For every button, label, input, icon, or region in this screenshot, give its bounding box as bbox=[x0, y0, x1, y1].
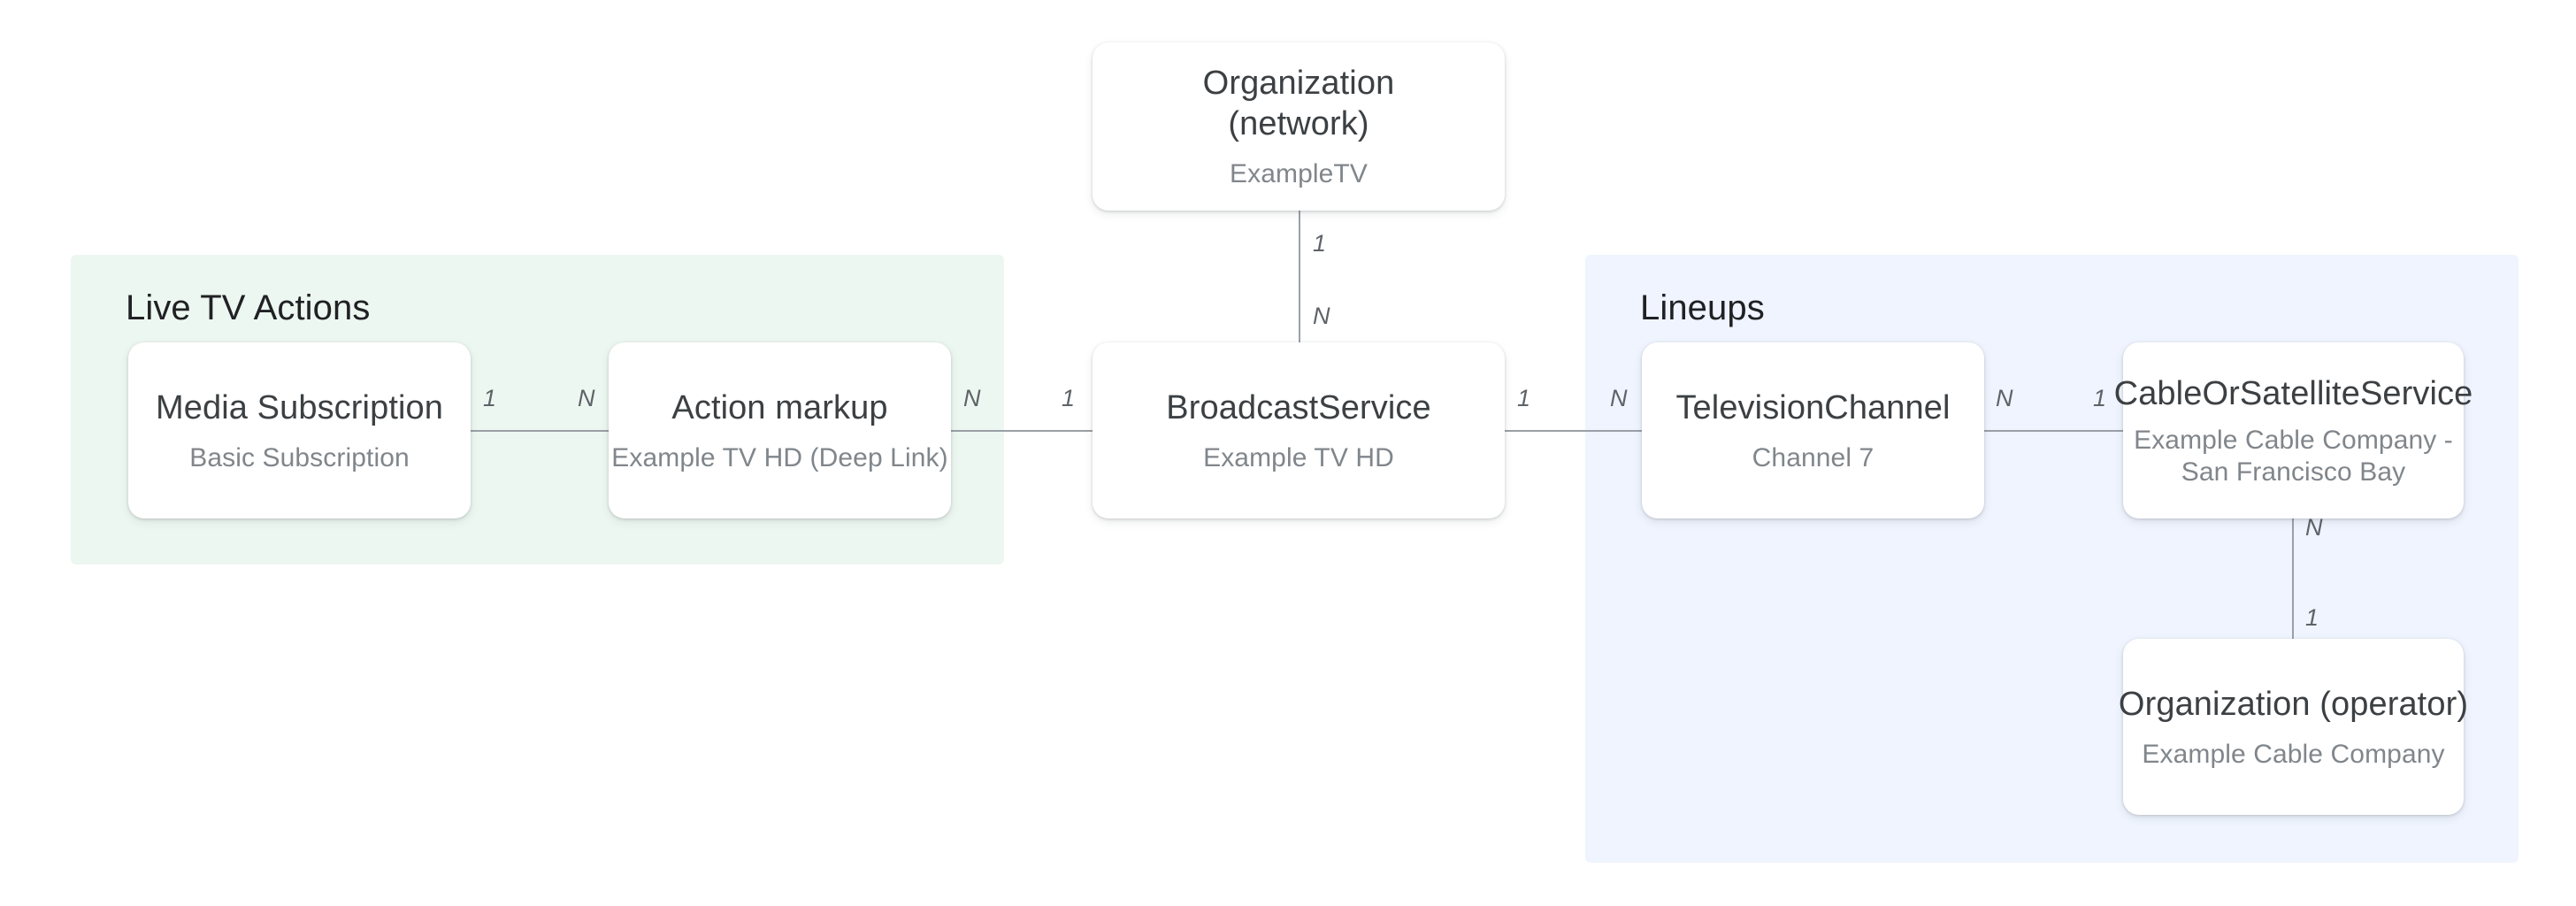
edge-organization-network-to-broadcast-service bbox=[1299, 211, 1300, 342]
edge-label-television-cable-from: N bbox=[1996, 385, 2013, 411]
node-television-channel[interactable]: TelevisionChannel Channel 7 bbox=[1642, 342, 1984, 518]
edge-label-org-network-broadcast-to: N bbox=[1313, 303, 1330, 329]
edge-label-television-cable-to: 1 bbox=[2093, 385, 2107, 411]
node-subtitle-media-subscription: Basic Subscription bbox=[189, 442, 410, 472]
node-action-markup[interactable]: Action markup Example TV HD (Deep Link) bbox=[609, 342, 951, 518]
edge-media-subscription-to-action-markup bbox=[471, 430, 609, 432]
edge-label-action-broadcast-from: N bbox=[963, 385, 981, 411]
node-subtitle-organization-operator: Example Cable Company bbox=[2142, 739, 2445, 769]
edge-label-action-broadcast-to: 1 bbox=[1062, 385, 1076, 411]
node-title-television-channel: TelevisionChannel bbox=[1675, 388, 1951, 426]
node-title-line2: (network) bbox=[1228, 105, 1369, 142]
edge-label-cable-operator-from: N bbox=[2305, 514, 2323, 541]
edge-label-broadcast-television-from: 1 bbox=[1517, 385, 1531, 411]
node-organization-operator[interactable]: Organization (operator) Example Cable Co… bbox=[2119, 639, 2468, 815]
node-subtitle-cable-or-satellite-service: Example Cable Company - San Francisco Ba… bbox=[2134, 425, 2453, 488]
edge-label-broadcast-television-to: N bbox=[1610, 385, 1628, 411]
node-broadcast-service[interactable]: BroadcastService Example TV HD bbox=[1092, 342, 1505, 518]
edge-broadcast-service-to-television-channel bbox=[1505, 430, 1642, 432]
node-title-organization-operator: Organization (operator) bbox=[2118, 685, 2469, 723]
node-title-media-subscription: Media Subscription bbox=[156, 388, 443, 426]
edge-label-cable-operator-to: 1 bbox=[2305, 604, 2319, 631]
node-subtitle-broadcast-service: Example TV HD bbox=[1203, 442, 1394, 472]
node-title-action-markup: Action markup bbox=[671, 388, 888, 426]
edge-television-channel-to-cable-or-satellite-service bbox=[1984, 430, 2123, 432]
node-subtitle-line1: Example Cable Company - bbox=[2134, 425, 2453, 455]
node-subtitle-organization-network: ExampleTV bbox=[1230, 159, 1368, 188]
edge-label-media-action-to: N bbox=[578, 385, 595, 411]
node-title-cable-or-satellite-service: CableOrSatelliteService bbox=[2113, 374, 2473, 412]
group-title-live-tv-actions: Live TV Actions bbox=[126, 288, 371, 327]
edge-action-markup-to-broadcast-service bbox=[951, 430, 1092, 432]
node-cable-or-satellite-service[interactable]: CableOrSatelliteService Example Cable Co… bbox=[2114, 342, 2472, 518]
group-title-lineups: Lineups bbox=[1640, 288, 1765, 327]
node-subtitle-action-markup: Example TV HD (Deep Link) bbox=[611, 442, 948, 472]
edge-label-org-network-broadcast-from: 1 bbox=[1313, 230, 1327, 257]
node-title-line1: Organization bbox=[1202, 65, 1395, 102]
node-subtitle-television-channel: Channel 7 bbox=[1752, 442, 1874, 472]
node-title-broadcast-service: BroadcastService bbox=[1166, 388, 1431, 426]
node-subtitle-line2: San Francisco Bay bbox=[2181, 457, 2406, 487]
node-title-organization-network: Organization (network) bbox=[1203, 63, 1395, 144]
node-media-subscription[interactable]: Media Subscription Basic Subscription bbox=[128, 342, 471, 518]
node-organization-network[interactable]: Organization (network) ExampleTV bbox=[1092, 42, 1505, 211]
edge-label-media-action-from: 1 bbox=[483, 385, 497, 411]
edge-cable-or-satellite-service-to-organization-operator bbox=[2292, 518, 2294, 639]
